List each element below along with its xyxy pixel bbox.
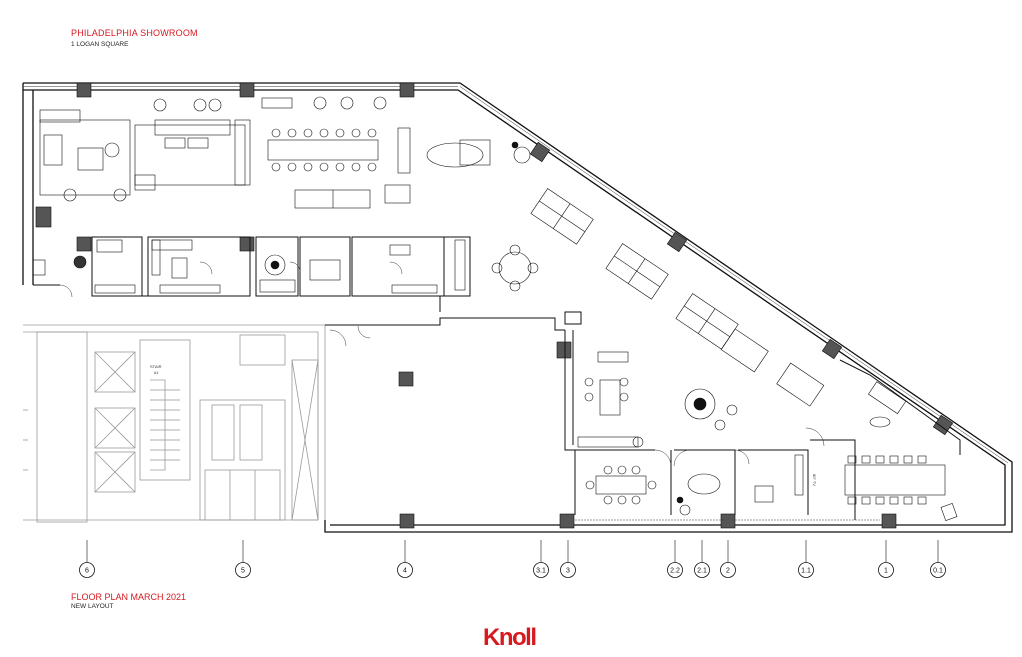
tv-label: 80" TV [812,474,817,486]
gridline-bubble-2-1 [694,562,710,578]
upper-offices [33,236,471,312]
gridline-bubble-2 [720,562,736,578]
gridline-bubble-2-2 [667,562,683,578]
gridline-label-2-1: 2.1 [697,568,707,575]
floor-plan-title: FLOOR PLAN MARCH 2021 [71,592,187,602]
gridline-label-5: 5 [241,568,245,575]
gridline-bubble-5 [235,562,251,578]
knoll-logo: Knoll [483,624,537,651]
lower-rooms [325,311,961,520]
building-core [23,324,326,523]
gridline-bubble-0-1 [930,562,946,578]
gridline-bubble-6 [79,562,95,578]
stair-number: #1 [154,370,159,375]
gridline-bubble-1 [878,562,894,578]
gridline-label-6: 6 [85,568,89,575]
showroom-title: PHILADELPHIA SHOWROOM [71,28,198,38]
gridline-label-1: 1 [884,568,888,575]
furniture [32,96,958,522]
gridline-label-4: 4 [403,568,407,575]
gridline-label-3-1: 3.1 [536,568,546,575]
grid-markers: 6 5 4 3.1 3 2.2 2.1 2 1.1 1 0.1 [79,540,946,578]
showroom-address: 1 LOGAN SQUARE [71,41,129,48]
gridline-bubble-3 [560,562,576,578]
gridline-bubble-1-1 [798,562,814,578]
floor-plan-subtitle: NEW LAYOUT [71,603,114,610]
gridline-bubble-4 [397,562,413,578]
stair-label: STAIR [150,364,162,369]
gridline-label-0-1: 0.1 [933,568,943,575]
gridline-label-2-2: 2.2 [670,568,680,575]
exterior-wall [22,82,1013,533]
door-swings [59,261,825,467]
gridline-label-2: 2 [726,568,730,575]
gridline-bubble-3-1 [533,562,549,578]
columns [76,82,954,529]
gridline-label-1-1: 1.1 [801,568,811,575]
gridline-label-3: 3 [566,568,570,575]
